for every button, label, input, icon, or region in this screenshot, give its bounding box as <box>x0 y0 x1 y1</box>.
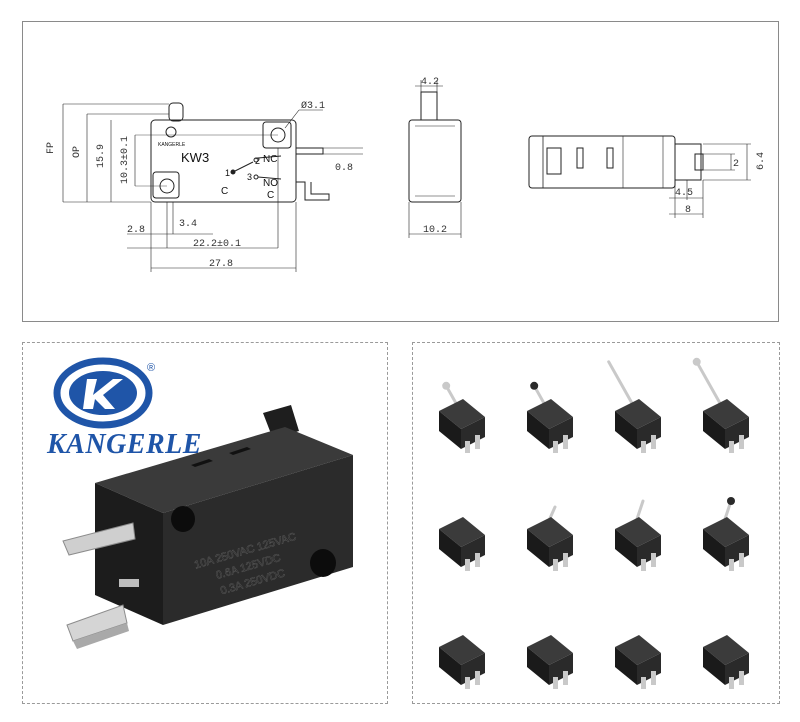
variant-long-lever <box>607 360 661 453</box>
pin-2-label: 2 <box>255 156 260 166</box>
terminal-nc <box>296 147 324 155</box>
logo-mark-icon <box>165 126 177 138</box>
variant-long-roller-lever <box>692 357 749 453</box>
pin-1-label: 1 <box>225 168 230 178</box>
side-view <box>408 80 462 238</box>
mount-boss-bottom <box>152 171 180 199</box>
variant-curved-lever <box>615 499 661 571</box>
registered-mark: ® <box>147 362 155 374</box>
dim-3-4: 3.4 <box>179 219 197 230</box>
brand-product-illustration: ® 10A 250VAC 125VAC 0.6A 125 <box>53 357 353 649</box>
variant-pin-plunger-pcb <box>439 635 485 689</box>
dim-10-2: 10.2 <box>423 225 447 236</box>
switch-variants-grid <box>439 357 749 689</box>
brand-product-panel: ® 10A 250VAC 125VAC 0.6A 125 <box>22 342 388 704</box>
variant-pin-plunger <box>439 517 485 571</box>
brand-mark-text: KANGERLE <box>158 142 186 148</box>
dim-4-2: 4.2 <box>421 77 439 88</box>
switch-body-outline <box>150 119 297 203</box>
front-view <box>62 102 363 272</box>
bottom-terminal <box>674 143 702 181</box>
variant-roller-lever <box>527 381 573 453</box>
dim-4-5: 4.5 <box>675 188 693 199</box>
c-label-right: C <box>267 190 274 201</box>
dim-0-8: 0.8 <box>335 163 353 174</box>
variant-short-lever <box>527 505 573 571</box>
dim-6-4: 6.4 <box>756 152 767 170</box>
model-label: KW3 <box>181 150 209 165</box>
label-fp: FP <box>46 142 57 154</box>
label-op: OP <box>72 146 83 158</box>
variant-angled-terminal <box>615 635 661 689</box>
technical-drawing-panel: FP OP 15.9 10.3±0.1 Ø3.1 0.8 2.8 3.4 22.… <box>22 21 779 322</box>
dim-22-2: 22.2±0.1 <box>193 239 241 250</box>
side-actuator <box>420 91 438 121</box>
side-body <box>408 119 462 203</box>
c-label-left: C <box>221 186 228 197</box>
dim-2-8: 2.8 <box>127 225 145 236</box>
brand-name: KANGERLE <box>47 429 202 460</box>
dim-8: 8 <box>685 205 691 216</box>
dim-27-8: 27.8 <box>209 259 233 270</box>
dim-hole-diameter: Ø3.1 <box>301 100 325 112</box>
switch-variants-panel <box>412 342 780 704</box>
pin-3-label: 3 <box>247 172 252 182</box>
variant-simulated-roller <box>703 497 749 571</box>
dim-10-3: 10.3±0.1 <box>120 136 131 184</box>
terminal-no <box>296 181 330 201</box>
schematic-contact <box>232 161 254 173</box>
no-label: NO <box>263 178 278 189</box>
variant-short-lever-pcb <box>527 635 573 689</box>
technical-drawing: FP OP 15.9 10.3±0.1 Ø3.1 0.8 2.8 3.4 22.… <box>46 77 767 272</box>
variant-angled-terminal-lever <box>703 635 749 689</box>
dim-15-9: 15.9 <box>96 144 107 168</box>
dim-2: 2 <box>733 159 739 170</box>
actuator-plunger <box>168 102 184 122</box>
bottom-view <box>528 135 751 218</box>
nc-label: NC <box>263 154 277 165</box>
kangerle-logo <box>53 357 153 429</box>
variant-short-hinge-roller <box>439 381 485 453</box>
bottom-body <box>528 135 676 189</box>
product-switch-photo <box>62 405 353 649</box>
